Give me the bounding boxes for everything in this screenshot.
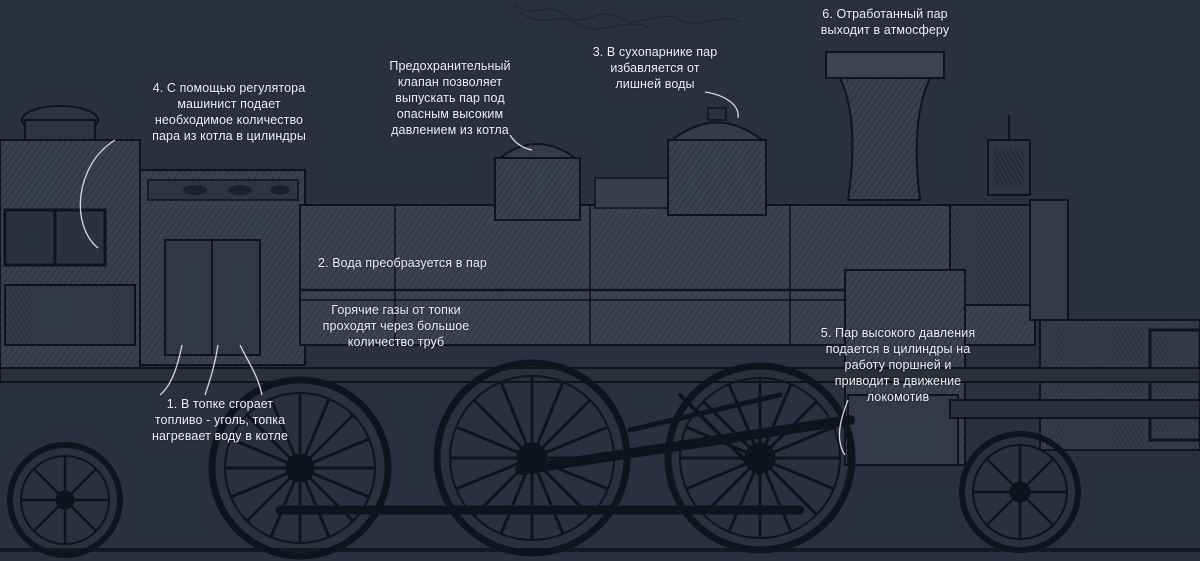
wheel-rear xyxy=(7,442,123,558)
leader-cylinders xyxy=(838,399,849,456)
label-firebox: 1. В топке сгорает топливо - уголь, топк… xyxy=(152,397,288,443)
label-regulator: 4. С помощью регулятора машинист подает … xyxy=(152,81,306,143)
smoke-sketch xyxy=(514,4,741,30)
label-cylinders: 5. Пар высокого давления подается в цили… xyxy=(820,326,976,404)
connecting-rods xyxy=(275,392,855,515)
label-water-to-steam: 2. Вода преобразуется в пар xyxy=(318,256,487,270)
label-hot-gases: Горячие газы от топки проходят через бол… xyxy=(322,303,470,349)
chimney xyxy=(825,51,945,201)
safety-valve-dome xyxy=(494,143,581,221)
leader-firebox-3 xyxy=(239,344,263,396)
leader-dome xyxy=(704,91,739,119)
leader-firebox-2 xyxy=(204,344,219,396)
cab-body xyxy=(0,105,141,376)
firebox-block xyxy=(139,169,306,366)
rail-line xyxy=(0,548,1200,552)
leader-safety-valve xyxy=(509,134,533,151)
label-safety-valve: Предохранительный клапан позволяет выпус… xyxy=(389,59,511,137)
headlamp xyxy=(987,115,1031,196)
leader-lines xyxy=(79,91,849,456)
steam-dome xyxy=(667,107,767,216)
smokebox-front xyxy=(1029,199,1200,451)
leader-firebox-1 xyxy=(159,344,183,396)
label-dome-water: 3. В сухопарнике пар избавляется от лишн… xyxy=(592,45,718,91)
wheel-front xyxy=(959,431,1081,553)
label-steam-exhaust: 6. Отработанный пар выходит в атмосферу xyxy=(820,7,950,37)
leader-regulator xyxy=(79,139,116,249)
